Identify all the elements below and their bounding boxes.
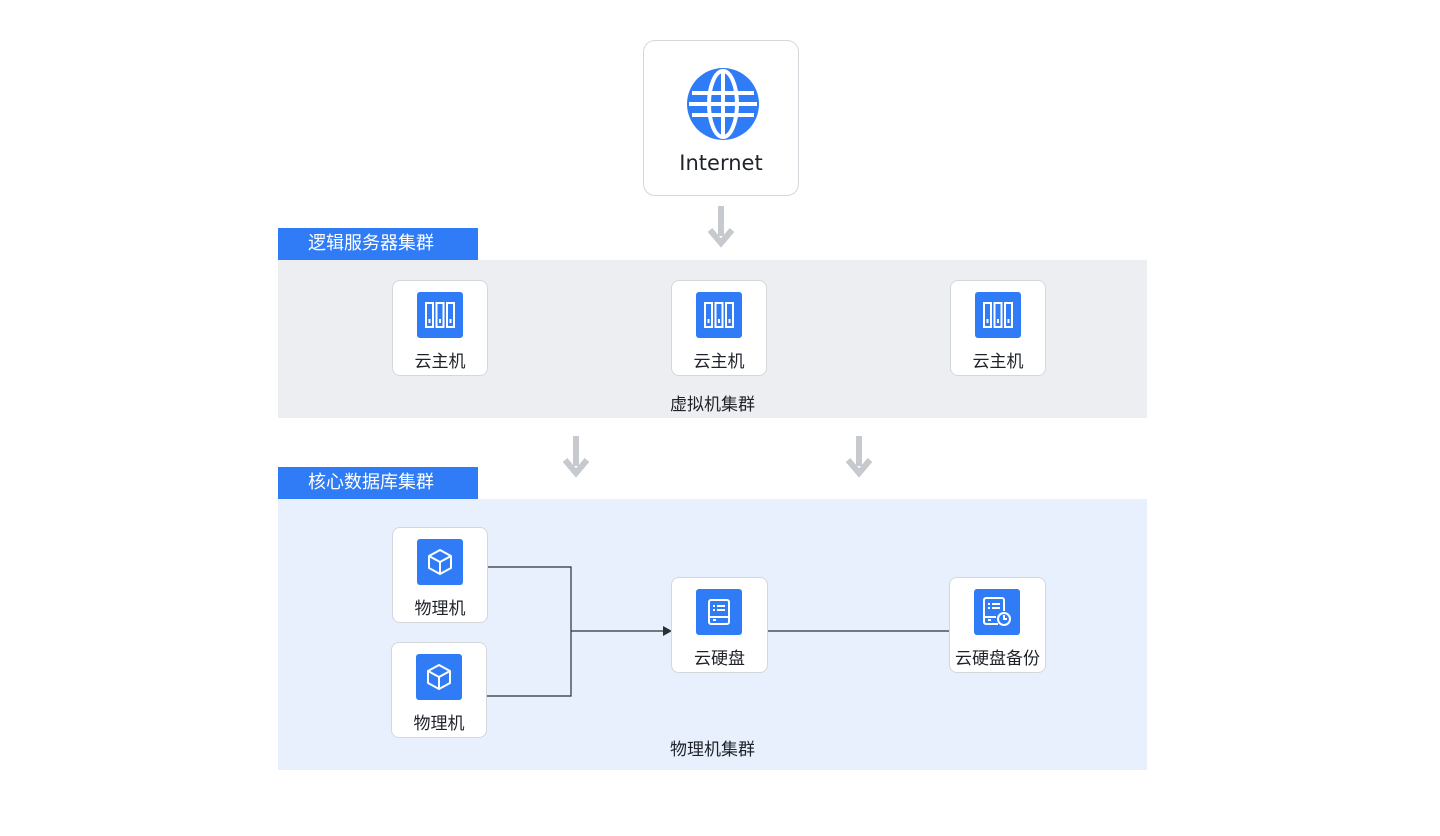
disk-backup-icon bbox=[974, 589, 1020, 635]
logic-cluster-tag: 逻辑服务器集群 bbox=[278, 228, 478, 260]
globe-icon bbox=[686, 67, 760, 141]
physical-node-label: 物理机 bbox=[413, 714, 465, 734]
cloud-disk-label: 云硬盘 bbox=[694, 649, 745, 669]
physical-node[interactable]: 物理机 bbox=[392, 527, 488, 623]
down-arrow-icon bbox=[845, 436, 873, 480]
cube-icon bbox=[416, 654, 462, 700]
vm-node[interactable]: 云主机 bbox=[671, 280, 767, 376]
db-cluster-panel: 物理机 物理机 云硬盘 云硬盘备份 物理机集群 bbox=[278, 499, 1147, 770]
physical-cluster-label: 物理机集群 bbox=[670, 740, 755, 760]
vm-node-label: 云主机 bbox=[972, 352, 1024, 372]
db-cluster-tag: 核心数据库集群 bbox=[278, 467, 478, 499]
disk-backup-node[interactable]: 云硬盘备份 bbox=[949, 577, 1046, 673]
server-rack-icon bbox=[417, 292, 463, 338]
server-rack-icon bbox=[696, 292, 742, 338]
connector-lines bbox=[487, 566, 950, 697]
physical-node[interactable]: 物理机 bbox=[391, 642, 487, 738]
cube-icon bbox=[417, 539, 463, 585]
vm-node[interactable]: 云主机 bbox=[392, 280, 488, 376]
vm-cluster-label: 虚拟机集群 bbox=[670, 395, 755, 415]
internet-label: Internet bbox=[679, 151, 763, 175]
disk-backup-label: 云硬盘备份 bbox=[955, 649, 1040, 669]
down-arrow-icon bbox=[562, 436, 590, 480]
down-arrow-icon bbox=[707, 206, 735, 250]
vm-node[interactable]: 云主机 bbox=[950, 280, 1046, 376]
vm-node-label: 云主机 bbox=[693, 352, 745, 372]
physical-node-label: 物理机 bbox=[414, 599, 466, 619]
cloud-disk-node[interactable]: 云硬盘 bbox=[671, 577, 768, 673]
internet-node: Internet bbox=[643, 40, 799, 196]
server-rack-icon bbox=[975, 292, 1021, 338]
logic-cluster-panel: 云主机 云主机 云主机 虚拟机集群 bbox=[278, 260, 1147, 418]
disk-icon bbox=[696, 589, 742, 635]
vm-node-label: 云主机 bbox=[414, 352, 466, 372]
